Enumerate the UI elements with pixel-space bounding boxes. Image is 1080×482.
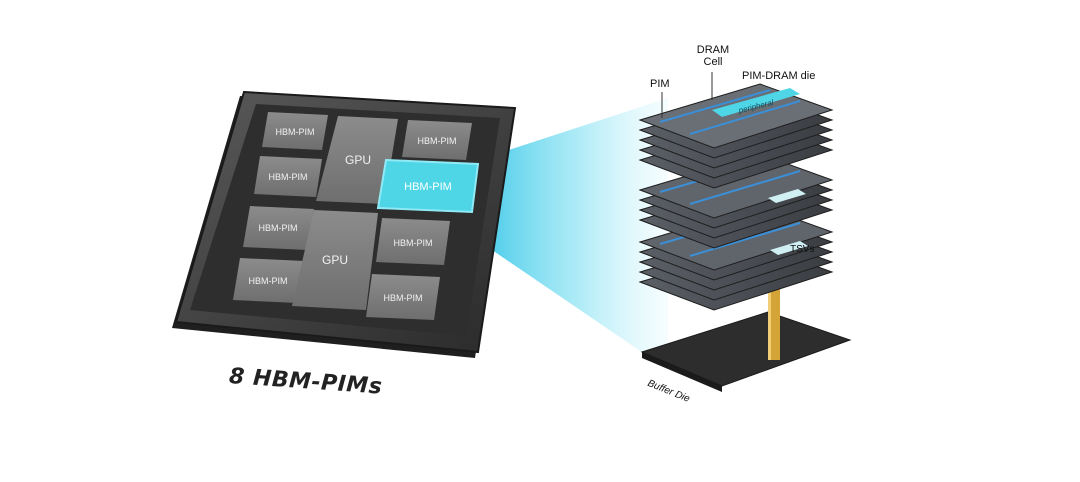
- hbm-block-5: [402, 120, 472, 160]
- hbm-block-6[interactable]: [376, 158, 480, 214]
- pim-dram-die-top: [638, 83, 834, 149]
- hbm-block-label-4: HBM-PIM: [249, 276, 288, 286]
- buffer-die: [640, 311, 852, 387]
- stack-group-2: [638, 153, 834, 249]
- hbm-block-label-5: HBM-PIM: [418, 136, 457, 146]
- die-stack: peripheral: [638, 83, 852, 392]
- gpu-1: [316, 116, 398, 204]
- gpu-label-2: GPU: [322, 253, 348, 267]
- hbm-block-8: [366, 274, 440, 320]
- package-tiles: [233, 112, 480, 320]
- zoom-beam: [472, 98, 668, 370]
- hbm-block-label-3: HBM-PIM: [259, 223, 298, 233]
- dram-cell-label: DRAM Cell: [696, 44, 730, 68]
- hbm-block-3: [243, 206, 314, 250]
- hbm-block-label-6: HBM-PIM: [404, 181, 452, 193]
- tsvs-label: TSVs: [790, 244, 815, 255]
- pim-dram-die-label: PIM-DRAM die: [742, 70, 816, 82]
- hbm-block-label-7: HBM-PIM: [394, 238, 433, 248]
- hbm-block-4: [233, 258, 304, 303]
- hbm-block-label-8: HBM-PIM: [384, 293, 423, 303]
- hbm-block-label-1: HBM-PIM: [276, 127, 315, 137]
- gpu-2: [292, 210, 378, 310]
- hbm-block-label-2: HBM-PIM: [269, 172, 308, 182]
- peripheral-strip: [712, 88, 800, 117]
- pim-label: PIM: [650, 78, 670, 90]
- tile-labels: HBM-PIM HBM-PIM HBM-PIM HBM-PIM GPU GPU …: [249, 127, 457, 303]
- stack-group-1: peripheral: [638, 83, 834, 189]
- hbm-block-1: [262, 112, 328, 150]
- hbm-block-2: [254, 156, 322, 197]
- hbm-block-7: [376, 218, 450, 265]
- gpu-label-1: GPU: [345, 153, 371, 167]
